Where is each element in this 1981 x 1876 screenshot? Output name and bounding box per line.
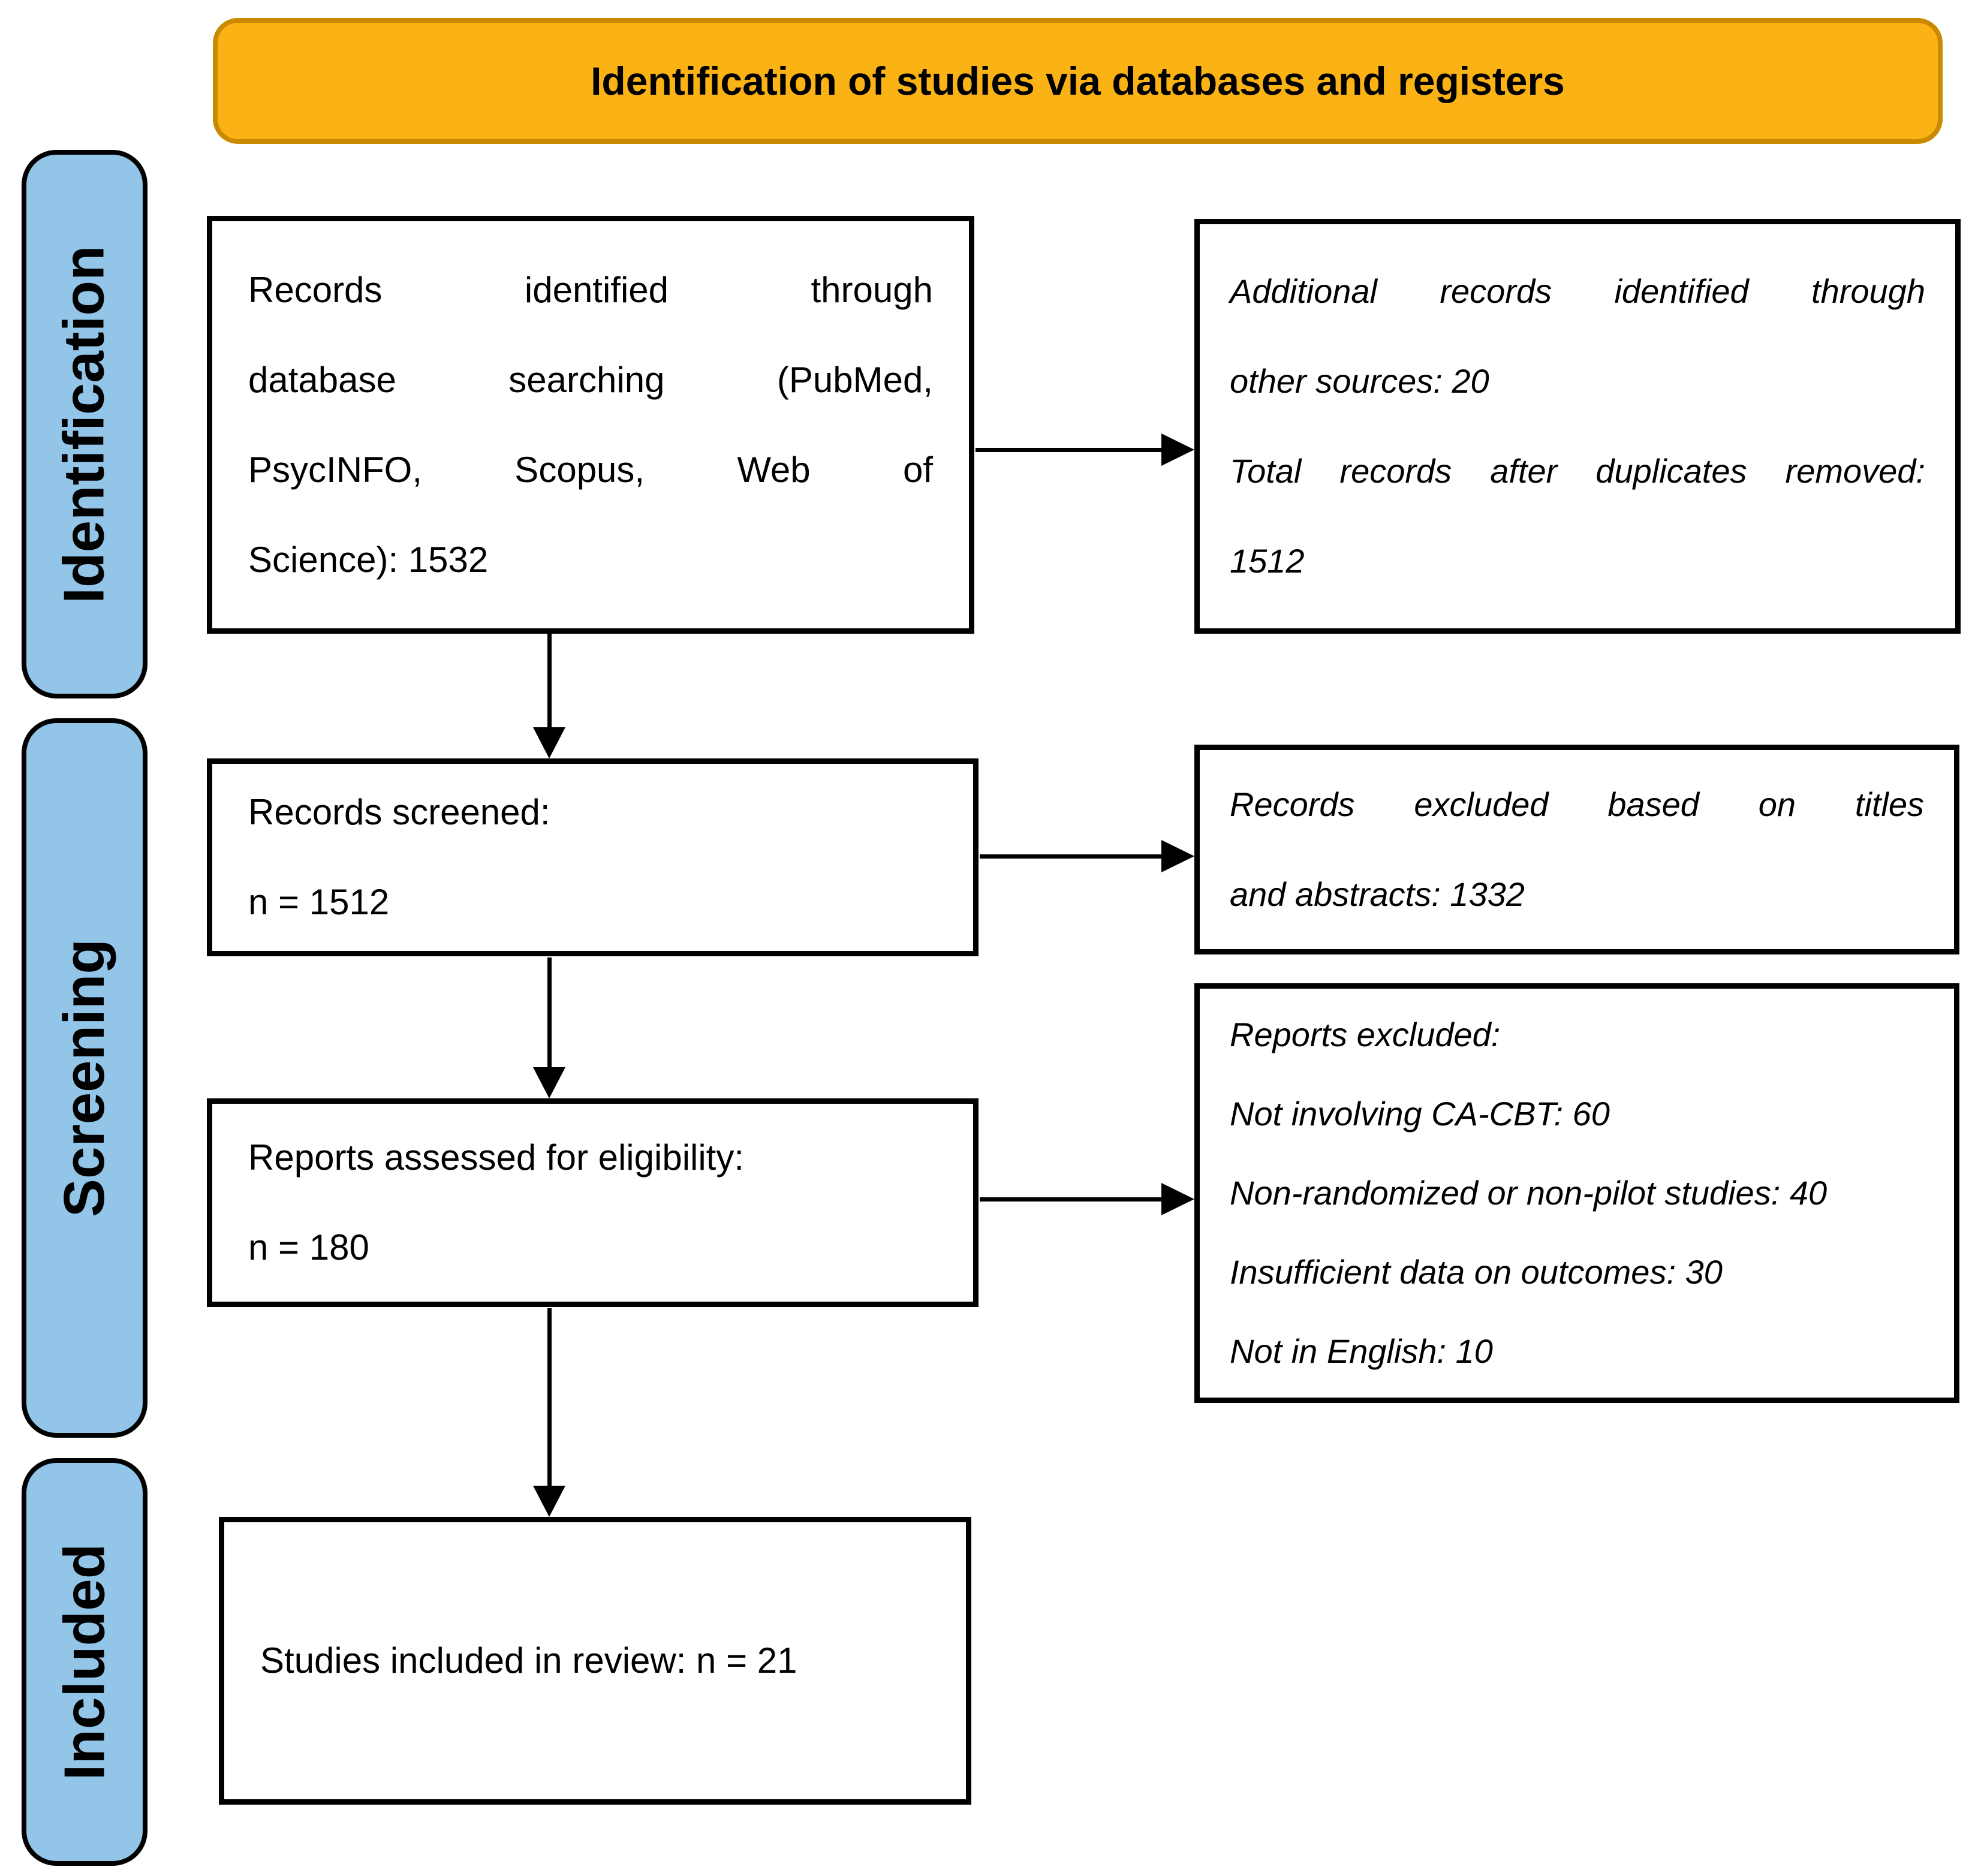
arrowhead-down-icon — [533, 1067, 565, 1098]
box-reports-excluded: Reports excluded: Not involving CA-CBT: … — [1194, 983, 1959, 1403]
arrow-assessed-to-reports-excluded — [980, 1197, 1161, 1202]
stage-text-screening: Screening — [52, 938, 116, 1218]
box-studies-included: Studies included in review: n = 21 — [219, 1517, 971, 1805]
box-line: Additional records identified through — [1230, 272, 1925, 310]
box-line: database searching (PubMed, — [248, 359, 933, 400]
title-text: Identification of studies via databases … — [591, 59, 1565, 103]
arrowhead-right-icon — [1161, 840, 1194, 872]
arrow-identified-to-additional — [976, 448, 1163, 452]
box-line: Insufficient data on outcomes: 30 — [1230, 1253, 1723, 1291]
box-line: Records excluded based on titles — [1230, 785, 1924, 823]
box-reports-assessed: Reports assessed for eligibility: n = 18… — [207, 1098, 979, 1307]
arrow-identified-to-screened — [547, 634, 552, 728]
box-records-identified: Records identified through database sear… — [207, 216, 974, 634]
stage-label-identification: Identification — [22, 150, 147, 698]
box-line: PsycINFO, Scopus, Web of — [248, 449, 933, 490]
stage-text-identification: Identification — [52, 245, 117, 604]
arrow-screened-to-excluded — [980, 854, 1161, 859]
stage-label-screening: Screening — [22, 718, 147, 1438]
box-line: Total records after duplicates removed: — [1230, 452, 1925, 490]
box-line: n = 180 — [248, 1227, 369, 1267]
box-line: other sources: 20 — [1230, 362, 1489, 400]
box-line: Not involving CA-CBT: 60 — [1230, 1095, 1610, 1133]
arrow-assessed-to-included — [547, 1308, 552, 1487]
box-line: Not in English: 10 — [1230, 1332, 1493, 1370]
box-line: Science): 1532 — [248, 539, 489, 580]
box-records-excluded: Records excluded based on titles and abs… — [1194, 745, 1959, 954]
stage-text-included: Included — [52, 1543, 116, 1781]
arrowhead-down-icon — [533, 1486, 565, 1517]
box-line: n = 1512 — [248, 882, 390, 922]
box-additional-records: Additional records identified through ot… — [1194, 219, 1961, 634]
arrowhead-right-icon — [1161, 1183, 1194, 1215]
box-line: Reports assessed for eligibility: — [248, 1137, 745, 1178]
box-line: and abstracts: 1332 — [1230, 875, 1525, 913]
arrowhead-right-icon — [1161, 433, 1194, 466]
box-line: Reports excluded: — [1230, 1016, 1501, 1053]
arrowhead-down-icon — [533, 727, 565, 758]
arrow-screened-to-assessed — [547, 957, 552, 1068]
box-line: Records identified through — [248, 269, 933, 310]
box-line: Non-randomized or non-pilot studies: 40 — [1230, 1174, 1828, 1212]
box-line: Records screened: — [248, 792, 550, 832]
box-line: 1512 — [1230, 542, 1305, 580]
box-records-screened: Records screened: n = 1512 — [207, 758, 979, 956]
title-banner: Identification of studies via databases … — [213, 18, 1943, 144]
box-line: Studies included in review: n = 21 — [260, 1640, 797, 1681]
stage-label-included: Included — [22, 1458, 147, 1866]
